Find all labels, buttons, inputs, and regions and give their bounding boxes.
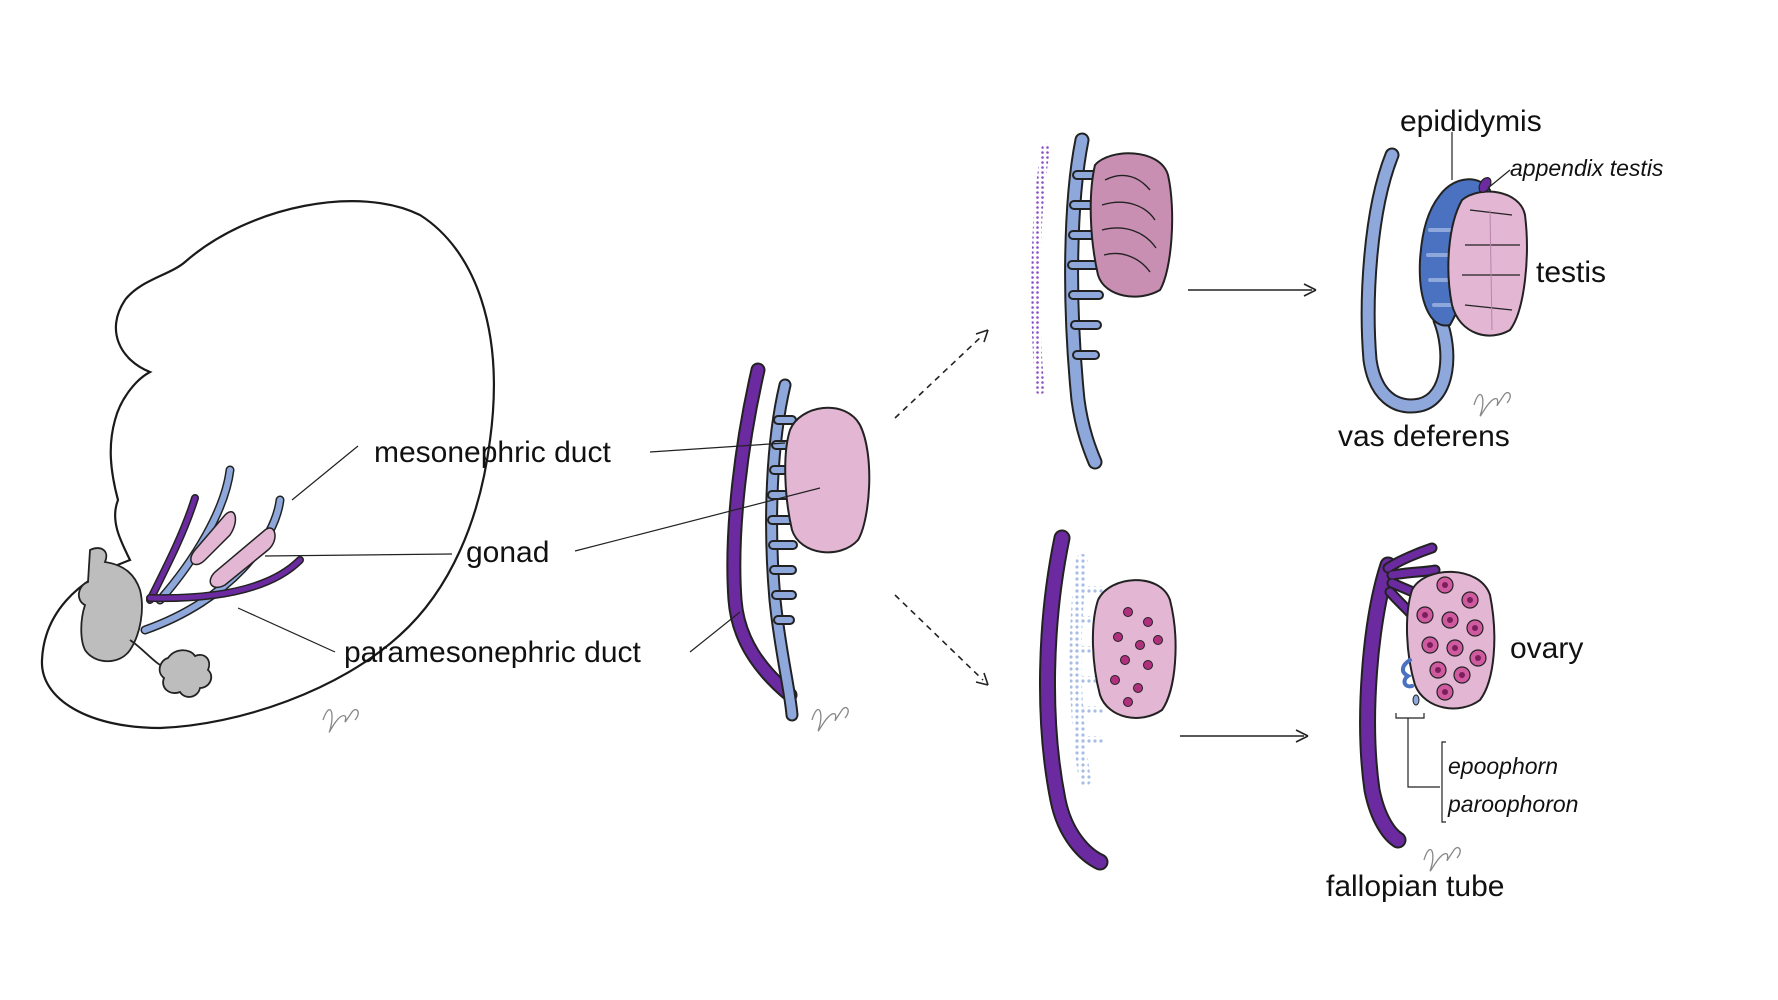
label-mesonephric-duct: mesonephric duct <box>374 436 611 469</box>
cloaca-organ <box>78 547 213 698</box>
label-vas-deferens: vas deferens <box>1338 420 1510 453</box>
label-epoophorn: epoophorn <box>1448 753 1558 779</box>
embryo-gonads <box>190 511 276 589</box>
indifferent-paramesonephric-duct <box>726 362 798 703</box>
label-fallopian-tube: fallopian tube <box>1326 870 1504 903</box>
dashed-arrow-male <box>894 329 989 419</box>
embryo-outline <box>40 200 495 730</box>
male-intermediate-mesonephric <box>1064 132 1110 470</box>
female-intermediate-paramesonephric <box>1039 529 1109 871</box>
label-appendix-testis: appendix testis <box>1510 155 1664 181</box>
male-regressing-paramesonephric <box>1031 143 1051 395</box>
fallopian-tube-shape <box>1359 542 1441 849</box>
female-intermediate-ovary <box>1091 579 1177 719</box>
female-regressing-mesonephric <box>1069 554 1104 786</box>
solid-arrow-male <box>1188 283 1317 297</box>
leader-lines-left <box>237 442 821 653</box>
vas-deferens-duct <box>1360 147 1455 414</box>
male-signature <box>1473 391 1511 417</box>
indifferent-gonad <box>784 406 871 554</box>
epoophoron-remnant <box>1401 658 1420 706</box>
male-intermediate-testis <box>1089 152 1174 298</box>
label-ovary: ovary <box>1510 632 1583 665</box>
female-bracket <box>1395 713 1446 823</box>
final-ovary <box>1406 570 1496 710</box>
label-epididymis: epididymis <box>1400 105 1542 138</box>
label-gonad: gonad <box>466 536 549 569</box>
solid-arrow-female <box>1180 729 1309 743</box>
embryo-paramesonephric-ducts <box>146 494 304 604</box>
final-testis <box>1447 190 1528 337</box>
indifferent-mesonephric-duct <box>765 378 799 722</box>
label-paroophoron: paroophoron <box>1447 791 1578 817</box>
label-paramesonephric-duct: paramesonephric duct <box>344 636 642 669</box>
male-leader-lines <box>1451 132 1511 189</box>
label-testis: testis <box>1536 256 1606 289</box>
embryo-signature <box>322 708 359 733</box>
dashed-arrow-female <box>894 594 989 686</box>
female-signature <box>1423 846 1461 872</box>
indifferent-signature <box>811 706 849 732</box>
